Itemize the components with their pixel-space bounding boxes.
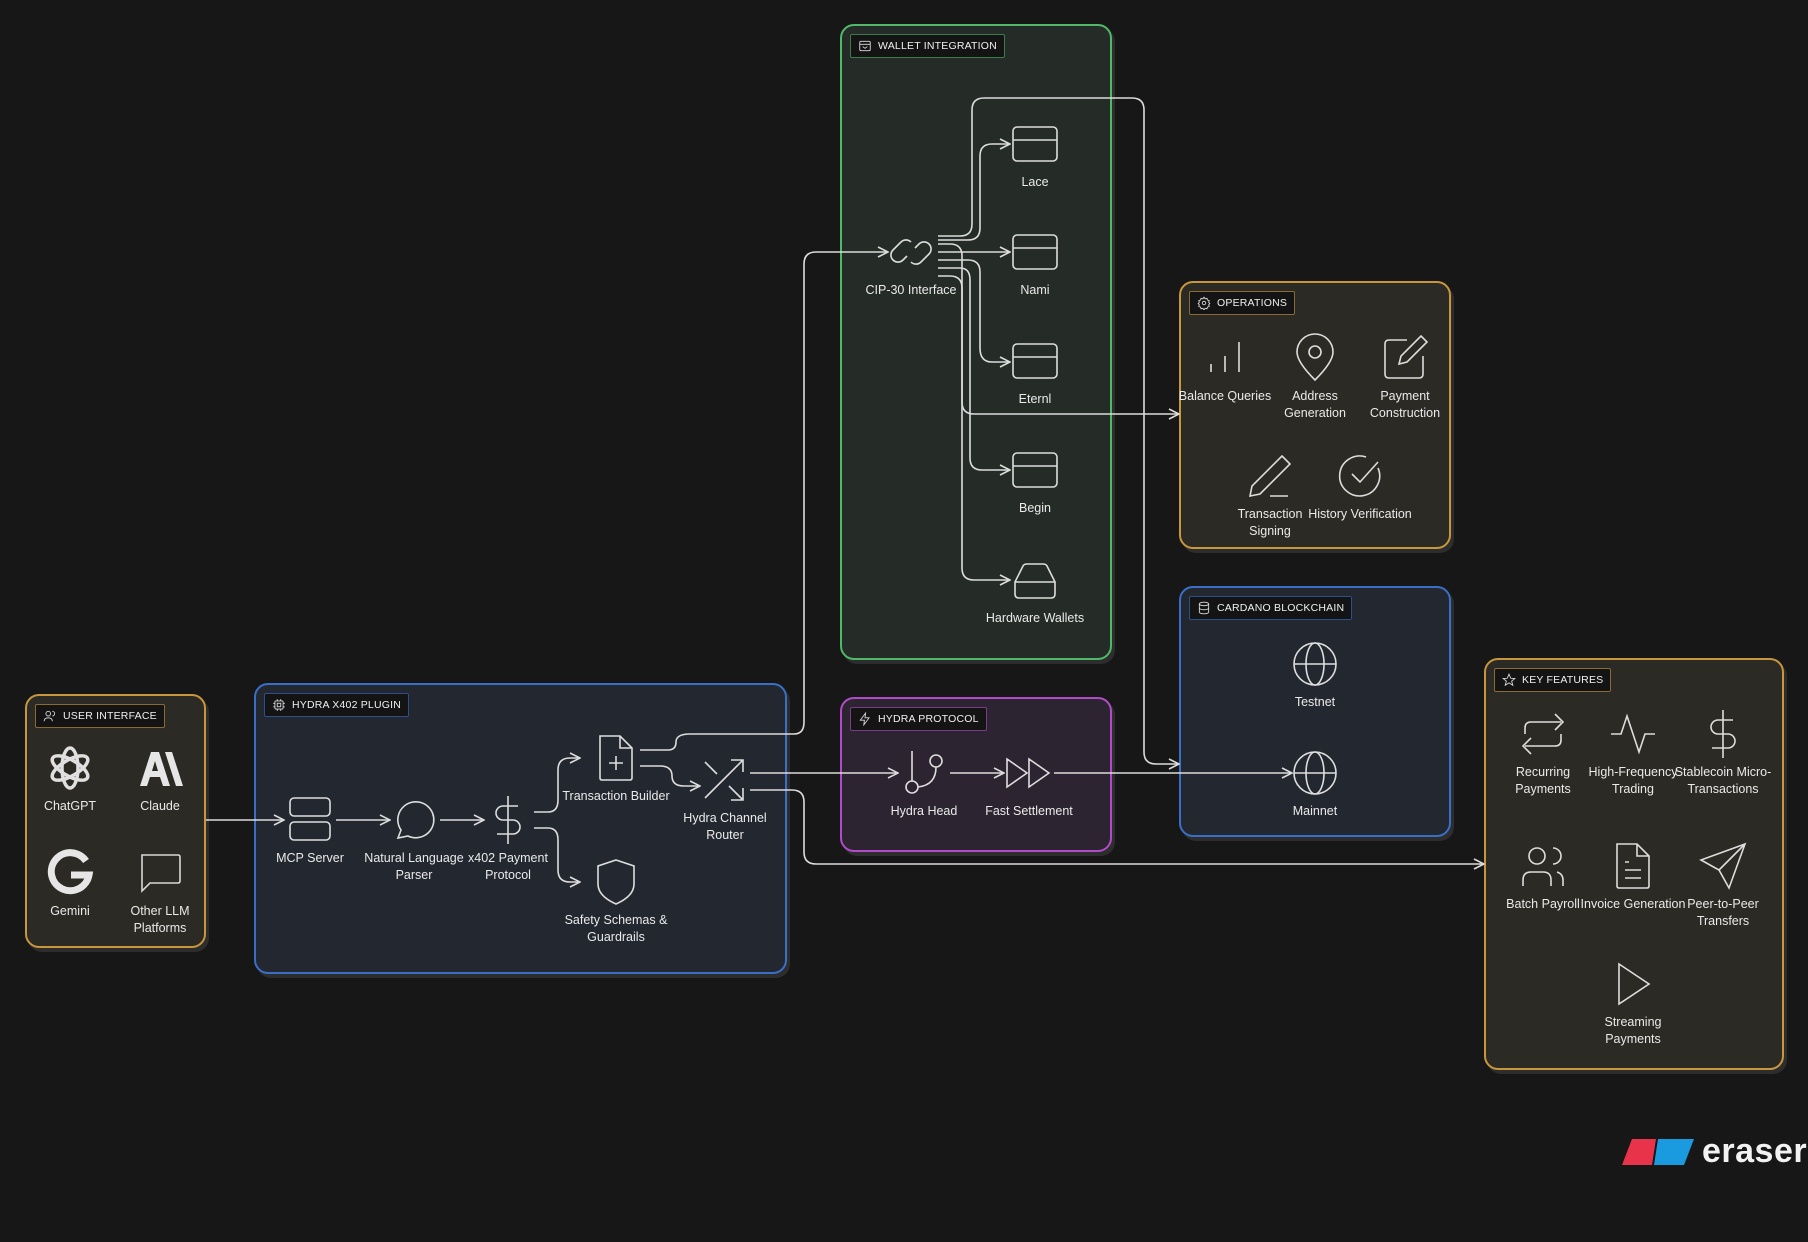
node-nl-parser[interactable]: Natural Language Parser [359,792,469,884]
group-label: HYDRA X402 PLUGIN [264,693,410,717]
anthropic-icon [140,752,183,786]
globe-icon [1293,751,1337,795]
hard-drive-icon [1014,563,1056,599]
node-nami[interactable]: Nami [980,224,1090,299]
map-pin-icon [1296,333,1334,382]
pen-icon [1248,454,1292,498]
users-icon [43,710,56,722]
group-label: KEY FEATURES [1494,668,1612,692]
group-user-interface[interactable]: USER INTERFACE [25,694,206,948]
node-chatgpt[interactable]: ChatGPT [15,740,125,815]
dollar-icon [1710,710,1736,758]
shield-icon [597,859,635,905]
eraser-logo-mark [1622,1138,1694,1165]
node-begin[interactable]: Begin [980,442,1090,517]
credit-card-icon [1012,343,1058,379]
node-payroll[interactable]: Batch Payroll [1488,838,1598,913]
node-mcp-server[interactable]: MCP Server [255,792,365,867]
send-icon [1699,842,1747,890]
node-fast-settlement[interactable]: Fast Settlement [974,745,1084,820]
activity-icon [1611,713,1655,755]
node-gemini[interactable]: Gemini [15,845,125,920]
link-icon [890,239,932,265]
star-icon [1502,673,1516,687]
eraser-logo: eraser [1622,1132,1807,1171]
dollar-icon [495,796,521,844]
play-icon [1618,962,1651,1006]
file-text-icon [1616,843,1650,889]
check-circle-icon [1338,455,1381,497]
globe-icon [1293,642,1337,686]
node-mainnet[interactable]: Mainnet [1260,745,1370,820]
group-label: CARDANO BLOCKCHAIN [1189,596,1353,620]
node-invoice[interactable]: Invoice Generation [1578,838,1688,913]
node-hardware[interactable]: Hardware Wallets [980,552,1090,627]
google-icon [47,849,94,895]
node-history[interactable]: History Verification [1305,448,1415,523]
group-label: USER INTERFACE [35,704,165,728]
node-payment-construction[interactable]: Payment Construction [1350,330,1460,422]
shuffle-icon [704,759,744,801]
node-other-llm[interactable]: Other LLM Platforms [105,845,215,937]
database-icon [1198,601,1210,615]
node-hft[interactable]: High-Frequency Trading [1578,706,1688,798]
group-operations[interactable]: OPERATIONS [1179,281,1451,549]
gear-icon [1197,296,1211,310]
node-tx-builder[interactable]: Transaction Builder [561,730,671,805]
bar-chart-icon [1210,342,1240,372]
node-streaming[interactable]: Streaming Payments [1578,956,1688,1048]
file-plus-icon [599,735,633,781]
node-p2p[interactable]: Peer-to-Peer Transfers [1668,838,1778,930]
node-stablecoin[interactable]: Stablecoin Micro-Transactions [1668,706,1778,798]
group-label: HYDRA PROTOCOL [850,707,987,731]
message-circle-icon [396,801,435,840]
credit-card-icon [1012,126,1058,162]
git-branch-icon [905,751,943,794]
zap-icon [859,712,870,726]
message-square-icon [141,854,181,893]
eraser-logo-text: eraser [1702,1132,1808,1170]
node-recurring[interactable]: Recurring Payments [1488,706,1598,798]
node-claude[interactable]: Claude [105,740,215,815]
users-icon [1522,847,1564,886]
node-safety[interactable]: Safety Schemas & Guardrails [561,854,671,946]
cpu-icon [273,699,285,711]
node-router[interactable]: Hydra Channel Router [670,752,780,844]
server-icon [289,797,331,841]
group-label: WALLET INTEGRATION [850,34,1005,58]
group-label: OPERATIONS [1189,291,1296,315]
credit-card-icon [1012,234,1058,270]
fast-forward-icon [1006,757,1051,789]
credit-card-icon [1012,452,1058,488]
node-tx-signing[interactable]: Transaction Signing [1215,448,1325,540]
edit-icon [1384,334,1429,379]
wallet-icon [859,40,871,52]
node-eternl[interactable]: Eternl [980,333,1090,408]
node-balance[interactable]: Balance Queries [1170,330,1280,405]
node-address[interactable]: Address Generation [1260,330,1370,422]
node-lace[interactable]: Lace [980,116,1090,191]
node-cip30[interactable]: CIP-30 Interface [856,224,966,299]
repeat-icon [1521,713,1565,755]
openai-icon [50,746,90,790]
node-testnet[interactable]: Testnet [1260,636,1370,711]
node-hydra-head[interactable]: Hydra Head [869,745,979,820]
node-x402[interactable]: x402 Payment Protocol [453,792,563,884]
